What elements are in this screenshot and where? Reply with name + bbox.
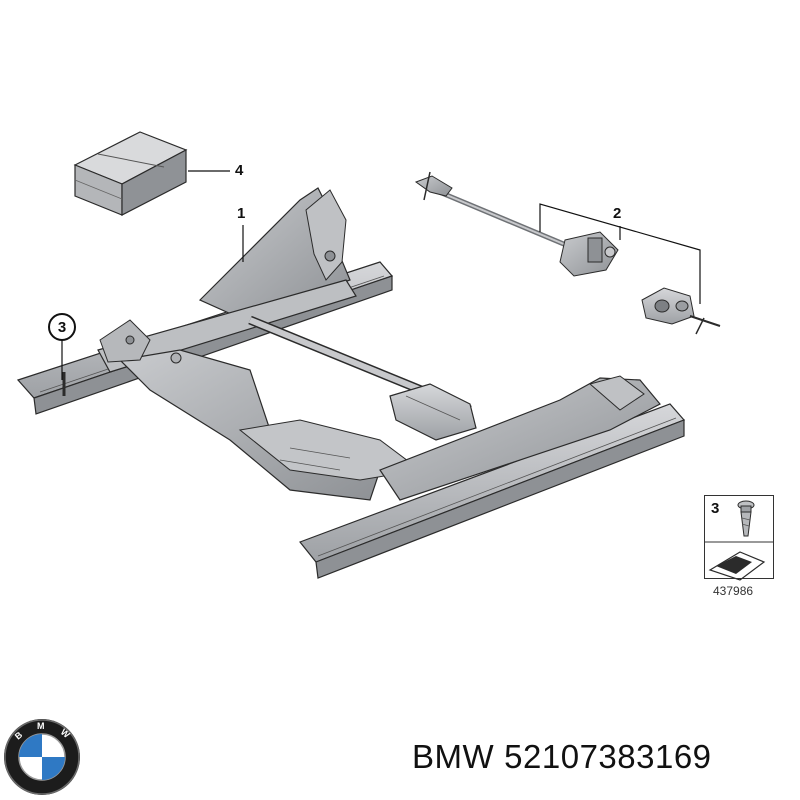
diagram-id: 437986 (713, 584, 754, 598)
brand-name: BMW (412, 738, 495, 775)
bmw-roundel-icon: B M W (4, 719, 80, 795)
logo-letter-m: M (37, 721, 45, 731)
part-4-box (73, 131, 230, 216)
callout-2: 2 (613, 205, 622, 222)
callout-4: 4 (235, 162, 244, 179)
logo-letter-b: B (13, 729, 25, 741)
legend-arrow-icon (708, 551, 766, 581)
part-1-seat-frame (16, 187, 686, 579)
callout-1: 1 (237, 205, 246, 222)
part-number: 52107383169 (504, 738, 712, 775)
fastener-legend: 3 (704, 495, 774, 579)
legend-number: 3 (711, 500, 720, 517)
part-2-shaft (414, 171, 721, 335)
callout-3: 3 (48, 313, 76, 341)
legend-screw-icon (737, 500, 755, 537)
